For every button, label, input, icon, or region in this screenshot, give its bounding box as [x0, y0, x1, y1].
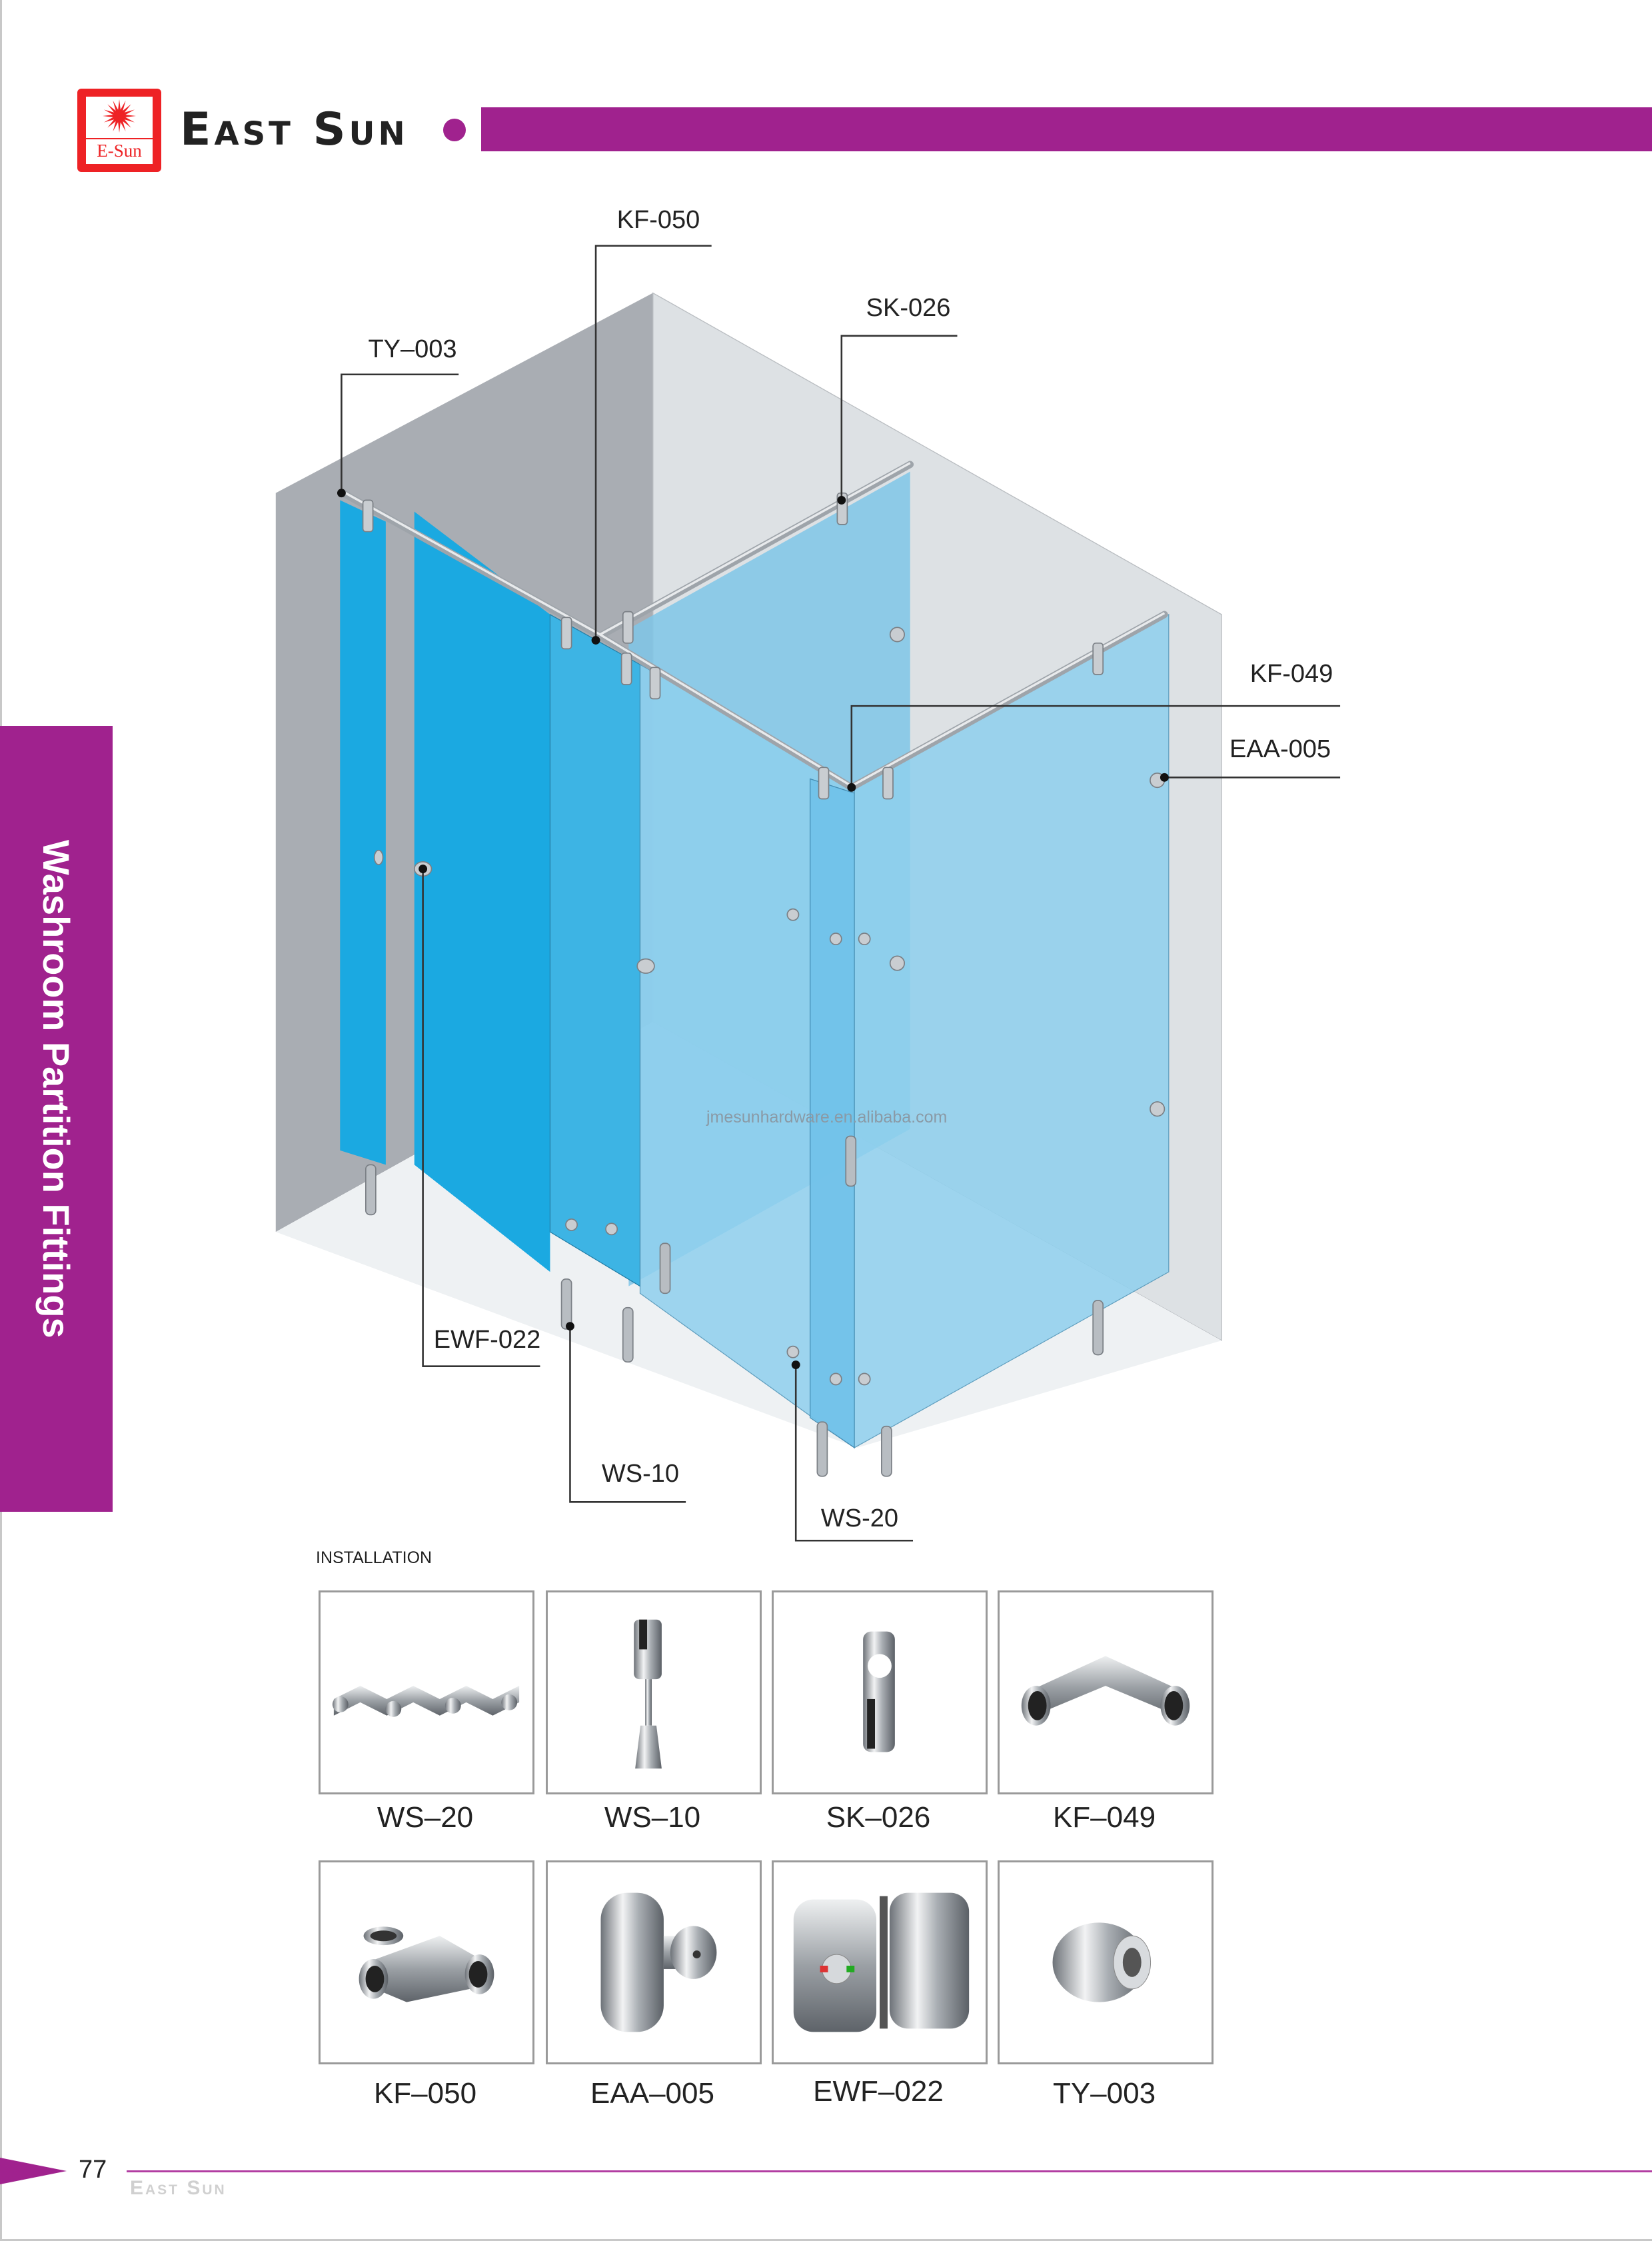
clamps — [362, 492, 1166, 1386]
product-kf-049-image — [998, 1590, 1214, 1794]
footer-arrow-icon — [0, 2158, 67, 2184]
wall-bracket-icon — [600, 1892, 717, 2032]
elbow-connector-icon — [1021, 1656, 1190, 1726]
tube-clamp-icon — [863, 1631, 895, 1752]
footer-brand: East Sun — [130, 2177, 227, 2199]
installation-heading: INSTALLATION — [316, 1548, 432, 1567]
product-label: EWF–022 — [813, 2075, 944, 2108]
end-cap-icon — [1052, 1922, 1152, 2002]
product-label: KF–049 — [1052, 1801, 1156, 1834]
product-label: EAA–005 — [590, 2077, 714, 2110]
product-ws-10-image — [546, 1590, 762, 1794]
callout-leaders — [341, 245, 1341, 1542]
front-panel-mid — [549, 613, 641, 1287]
product-label: KF–050 — [373, 2077, 477, 2110]
page-number: 77 — [79, 2156, 107, 2184]
side-tab — [0, 726, 113, 1512]
footer-rule — [127, 2170, 1652, 2172]
callout-ws-20: WS-20 — [820, 1504, 899, 1532]
product-label: TY–003 — [1052, 2077, 1156, 2110]
product-kf-050-image — [319, 1860, 534, 2064]
e-sun-logo: E-Sun — [77, 89, 161, 172]
door-panel — [414, 511, 550, 1272]
product-eaa-005-image — [546, 1860, 762, 2064]
callout-ws-10: WS-10 — [601, 1460, 680, 1488]
product-ty-003-image — [998, 1860, 1214, 2064]
product-ws-20-image — [319, 1590, 534, 1794]
partition-diagram — [275, 245, 1341, 1542]
callout-kf-049: KF-049 — [1249, 660, 1333, 688]
brand-dot — [443, 119, 466, 141]
callout-sk-026: SK-026 — [866, 294, 951, 322]
watermark: jmesunhardware.en.alibaba.com — [706, 1108, 948, 1126]
brand-name: East Sun — [180, 103, 409, 156]
callout-dots — [337, 489, 1169, 1369]
product-label: WS–10 — [604, 1801, 701, 1834]
rail-highlights — [342, 462, 1166, 788]
product-label: SK–026 — [826, 1801, 931, 1834]
front-panel-narrow — [340, 500, 386, 1165]
callout-kf-050: KF-050 — [616, 206, 700, 234]
lock-indicator-icon — [793, 1892, 970, 2032]
callout-eaa-005: EAA-005 — [1229, 735, 1331, 763]
page-border-bottom — [0, 2239, 1652, 2241]
header-bar — [481, 107, 1652, 151]
tee-connector-icon — [359, 1926, 494, 2002]
callout-ewf-022: EWF-022 — [433, 1326, 541, 1354]
floor-bracket-icon — [332, 1686, 520, 1717]
product-sk-026-image — [772, 1590, 988, 1794]
product-ewf-022-image — [772, 1860, 988, 2064]
support-legs — [365, 1135, 1104, 1477]
support-leg-icon — [634, 1619, 662, 1769]
top-rails — [339, 461, 1168, 792]
callout-ty-003: TY–003 — [368, 335, 457, 363]
logo-text: E-Sun — [97, 141, 142, 161]
sun-icon — [95, 97, 143, 135]
product-label: WS–20 — [377, 1801, 474, 1834]
